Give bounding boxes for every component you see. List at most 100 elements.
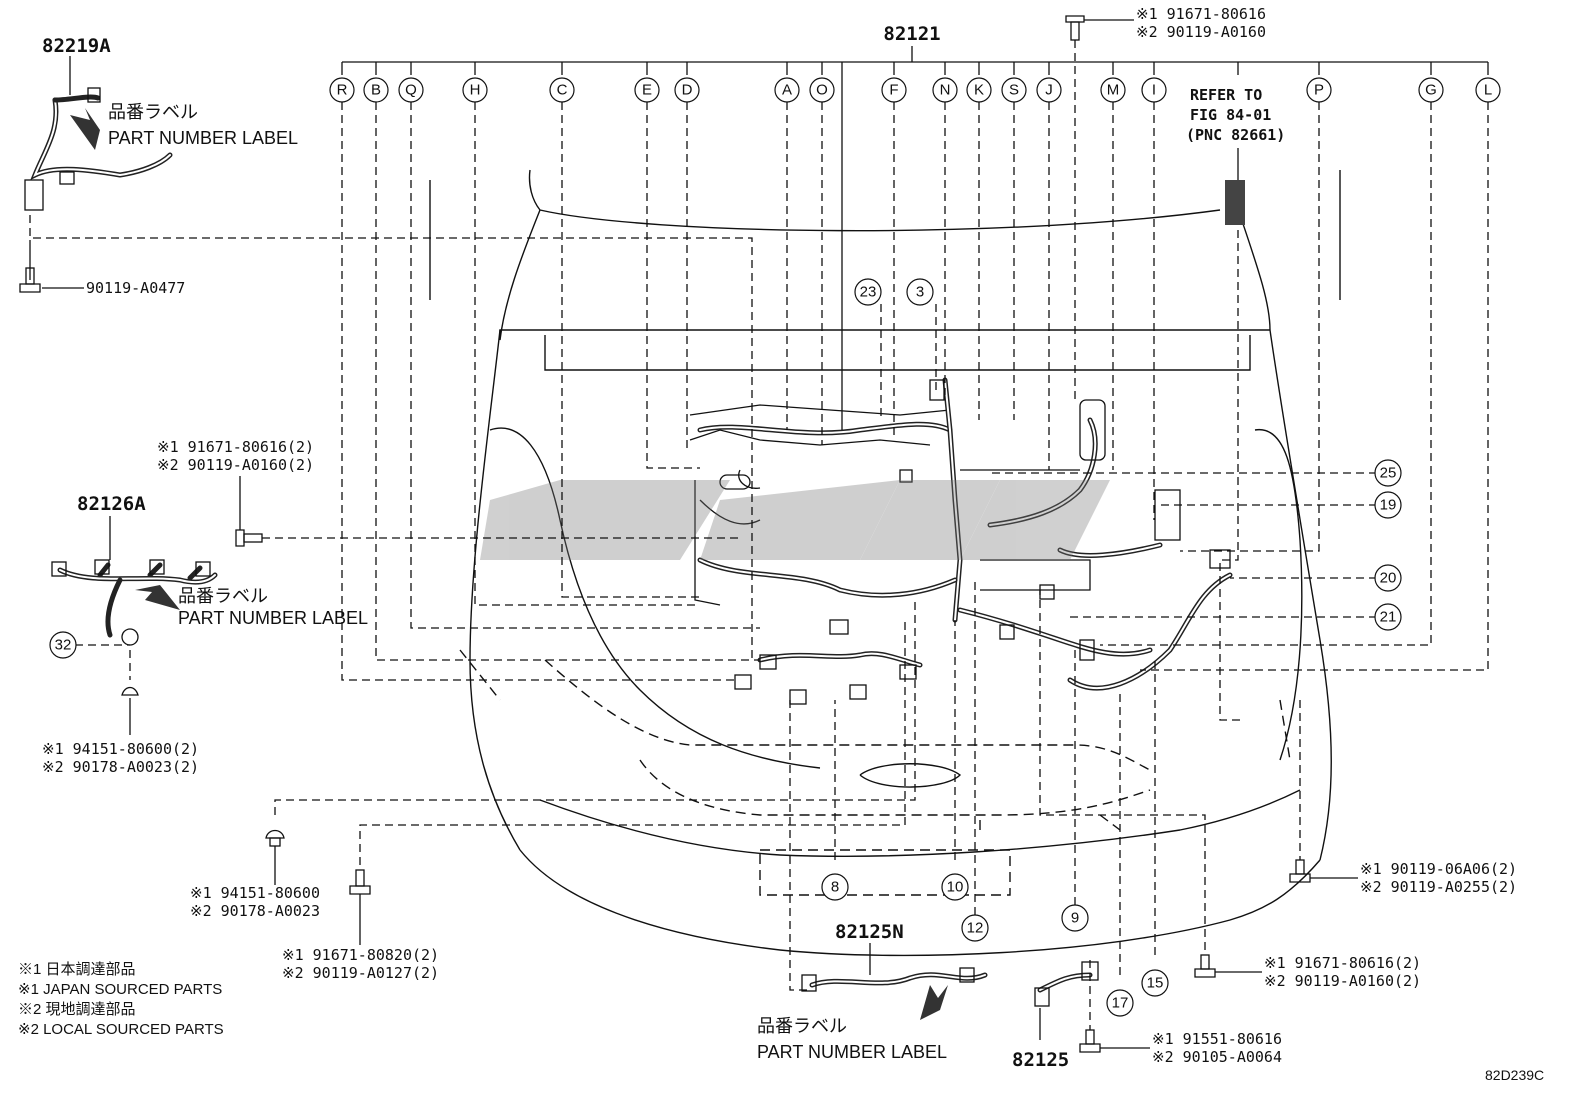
callout-text: H bbox=[470, 82, 481, 99]
fastener-left-1: ※1 91671-80616(2) bbox=[157, 438, 314, 456]
callout-p: P bbox=[1306, 77, 1332, 103]
bolt-icon bbox=[19, 267, 41, 293]
callout-j: J bbox=[1036, 77, 1062, 103]
harness-82121-bracket: 82121 bbox=[341, 23, 1489, 430]
part-82125n-label: 82125N bbox=[835, 921, 904, 943]
callout-17: 17 bbox=[1106, 989, 1134, 1017]
callout-text: 19 bbox=[1380, 497, 1397, 514]
callout-12: 12 bbox=[961, 914, 989, 942]
fastener-top-2: ※2 90119-A0160 bbox=[1136, 23, 1266, 41]
callout-e: E bbox=[634, 77, 660, 103]
fastener-clip-bl-1: ※1 94151-80600 bbox=[190, 884, 320, 902]
callout-text: 8 bbox=[831, 879, 839, 896]
bolt-icon bbox=[1065, 15, 1085, 41]
callout-15: 15 bbox=[1141, 969, 1169, 997]
callout-text: 17 bbox=[1112, 995, 1129, 1012]
refer-note: REFER TO FIG 84-01 (PNC 82661) bbox=[1186, 86, 1285, 721]
callout-l: L bbox=[1475, 77, 1501, 103]
callout-f: F bbox=[881, 77, 907, 103]
bolt-icon bbox=[349, 869, 371, 895]
callout-23: 23 bbox=[854, 278, 882, 306]
fastener-clip-bl-2: ※2 90178-A0023 bbox=[190, 902, 320, 920]
part-82121-label: 82121 bbox=[883, 23, 940, 45]
fastener-left-2: ※2 90119-A0160(2) bbox=[157, 456, 314, 474]
callout-text: 9 bbox=[1071, 910, 1079, 927]
callout-text: K bbox=[974, 82, 984, 99]
bolt-icon bbox=[1194, 954, 1216, 978]
callout-s: S bbox=[1001, 77, 1027, 103]
fastener-clip32-1: ※1 94151-80600(2) bbox=[42, 740, 199, 758]
clip-icon bbox=[121, 628, 139, 696]
legend-1: ※1 日本調達部品 bbox=[18, 961, 136, 978]
callout-text: 3 bbox=[916, 284, 924, 301]
top-bolt-group: ※1 91671-80616 ※2 90119-A0160 bbox=[1065, 5, 1266, 41]
legend-4: ※2 LOCAL SOURCED PARTS bbox=[18, 1021, 224, 1038]
letter-leaders bbox=[341, 40, 1489, 681]
refer-line-2: FIG 84-01 bbox=[1190, 106, 1271, 124]
fastener-r1-1: ※1 90119-06A06(2) bbox=[1360, 860, 1517, 878]
callout-text: C bbox=[557, 82, 568, 99]
callout-text: P bbox=[1314, 82, 1324, 99]
fastener-r1-2: ※2 90119-A0255(2) bbox=[1360, 878, 1517, 896]
bottom-left-fasteners: ※1 94151-80600 ※2 90178-A0023 ※1 91671-8… bbox=[190, 600, 916, 982]
fastener-bolt-bl-1: ※1 91671-80820(2) bbox=[282, 946, 439, 964]
bolt-icon bbox=[1079, 1029, 1101, 1053]
sub-harness-82125n: 82125N 品番ラベル PART NUMBER LABEL bbox=[757, 700, 988, 1062]
callout-n: N bbox=[932, 77, 958, 103]
bolt-icon bbox=[1289, 859, 1311, 883]
callout-25: 25 bbox=[1374, 459, 1402, 487]
callout-9: 9 bbox=[1061, 904, 1089, 932]
clip-icon bbox=[265, 829, 285, 847]
callout-text: O bbox=[816, 82, 828, 99]
callout-text: 25 bbox=[1380, 465, 1397, 482]
right-bolt-group-2: ※1 91671-80616(2) ※2 90119-A0160(2) bbox=[1039, 590, 1421, 990]
callout-3: 3 bbox=[906, 278, 934, 306]
callout-text: D bbox=[682, 82, 693, 99]
fastener-r2-1: ※1 91671-80616(2) bbox=[1264, 954, 1421, 972]
callout-a: A bbox=[774, 77, 800, 103]
part-label-jp-2: 品番ラベル bbox=[178, 586, 268, 606]
right-bolt-group-1: ※1 90119-06A06(2) ※2 90119-A0255(2) bbox=[1289, 700, 1517, 896]
callout-text: M bbox=[1107, 82, 1120, 99]
callout-text: L bbox=[1484, 82, 1492, 99]
callout-text: F bbox=[889, 82, 898, 99]
callout-q: Q bbox=[398, 77, 424, 103]
source-legend: ※1 日本調達部品 ※1 JAPAN SOURCED PARTS ※2 現地調達… bbox=[18, 961, 224, 1038]
callout-text: 15 bbox=[1147, 975, 1164, 992]
callout-32: 32 bbox=[49, 631, 77, 659]
callout-text: N bbox=[940, 82, 951, 99]
callout-text: G bbox=[1425, 82, 1437, 99]
sub-harness-82219a: 82219A 品番ラベル PART NUMBER LABEL 90119-A04… bbox=[19, 35, 753, 660]
callout-text: 32 bbox=[55, 637, 72, 654]
callout-text: 20 bbox=[1380, 570, 1397, 587]
callout-text: 21 bbox=[1380, 609, 1397, 626]
refer-line-3: (PNC 82661) bbox=[1186, 126, 1285, 144]
callout-text: Q bbox=[405, 82, 417, 99]
callout-text: I bbox=[1152, 82, 1156, 99]
fastener-r2-2: ※2 90119-A0160(2) bbox=[1264, 972, 1421, 990]
callout-r: R bbox=[329, 77, 355, 103]
sub-harness-82125: 82125 ※1 91551-80616 ※2 90105-A0064 bbox=[1012, 960, 1282, 1071]
callout-text: A bbox=[782, 82, 792, 99]
part-label-jp-3: 品番ラベル bbox=[757, 1016, 847, 1036]
callout-d: D bbox=[674, 77, 700, 103]
callout-text: 23 bbox=[860, 284, 877, 301]
legend-3: ※2 現地調達部品 bbox=[18, 1001, 136, 1018]
callout-c: C bbox=[549, 77, 575, 103]
callout-20: 20 bbox=[1374, 564, 1402, 592]
part-82125-label: 82125 bbox=[1012, 1049, 1069, 1071]
number-leaders bbox=[75, 304, 1390, 975]
main-harness-drawing bbox=[689, 377, 1233, 705]
sub-harness-82126a: 82126A 品番ラベル PART NUMBER LABEL ※1 94151-… bbox=[42, 493, 368, 776]
callout-10: 10 bbox=[941, 873, 969, 901]
fastener-top-1: ※1 91671-80616 bbox=[1136, 5, 1266, 23]
fastener-bot-1: ※1 91551-80616 bbox=[1152, 1030, 1282, 1048]
part-label-jp-1: 品番ラベル bbox=[108, 102, 198, 122]
part-label-en-1: PART NUMBER LABEL bbox=[108, 128, 298, 148]
callout-b: B bbox=[363, 77, 389, 103]
refer-line-1: REFER TO bbox=[1190, 86, 1262, 104]
callout-text: S bbox=[1009, 82, 1019, 99]
